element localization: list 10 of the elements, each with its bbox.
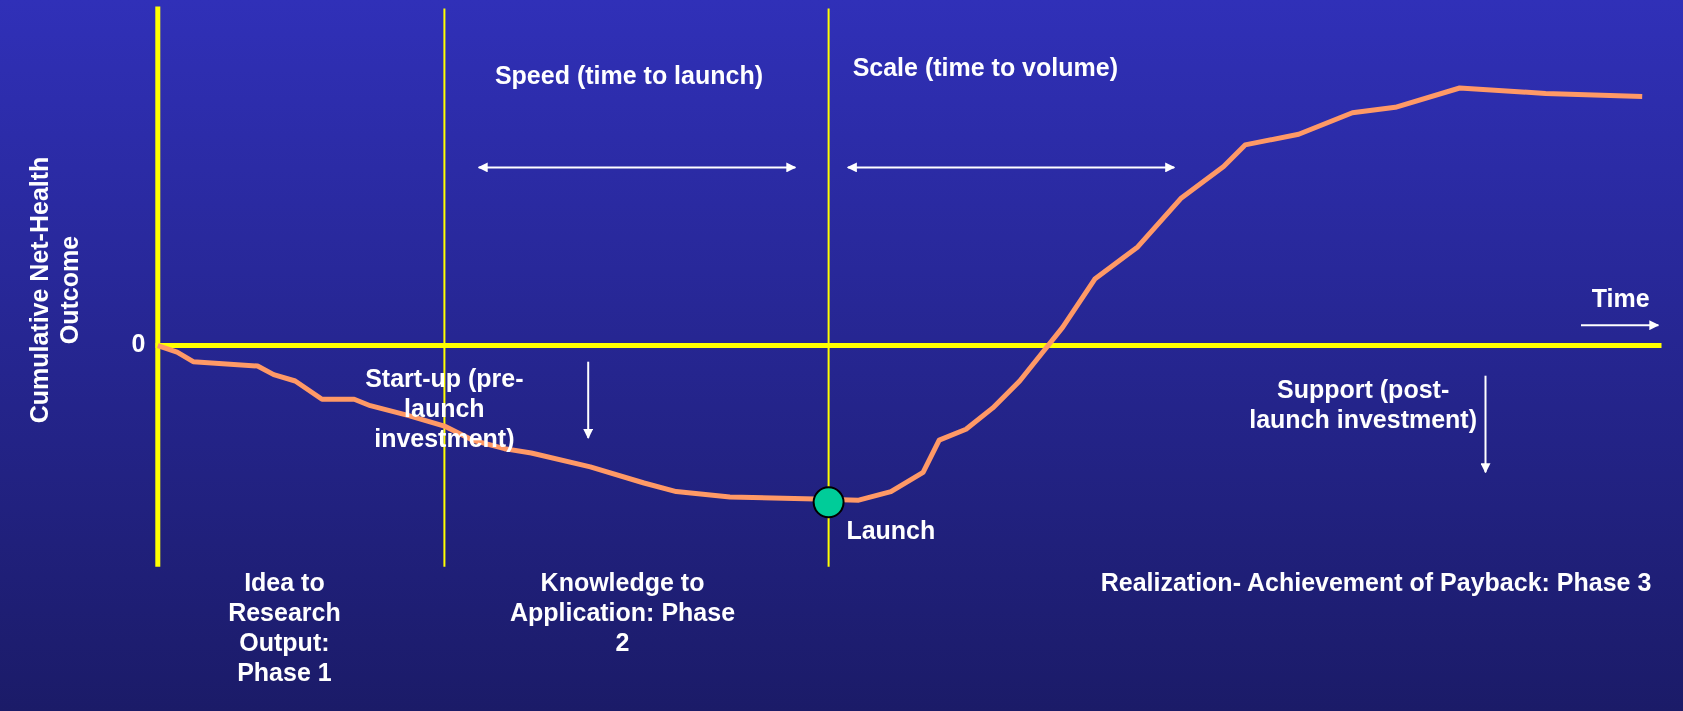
- phase-label: Knowledge to Application: Phase 2: [509, 566, 737, 657]
- axis-tick-label: 0: [130, 328, 147, 359]
- annotation-text: Support (post-launch investment): [1248, 373, 1479, 434]
- phase-label: Idea to Research Output: Phase 1: [227, 566, 342, 687]
- annotation-text: Launch: [845, 515, 937, 546]
- axis-title: Cumulative Net-Health Outcome: [23, 155, 84, 426]
- axis-label: Time: [1590, 283, 1651, 314]
- phase-label: Realization- Achievement of Payback: Phase 3: [1099, 566, 1653, 597]
- section-heading: Scale (time to volume): [851, 51, 1119, 82]
- section-heading: Speed (time to launch): [493, 60, 764, 91]
